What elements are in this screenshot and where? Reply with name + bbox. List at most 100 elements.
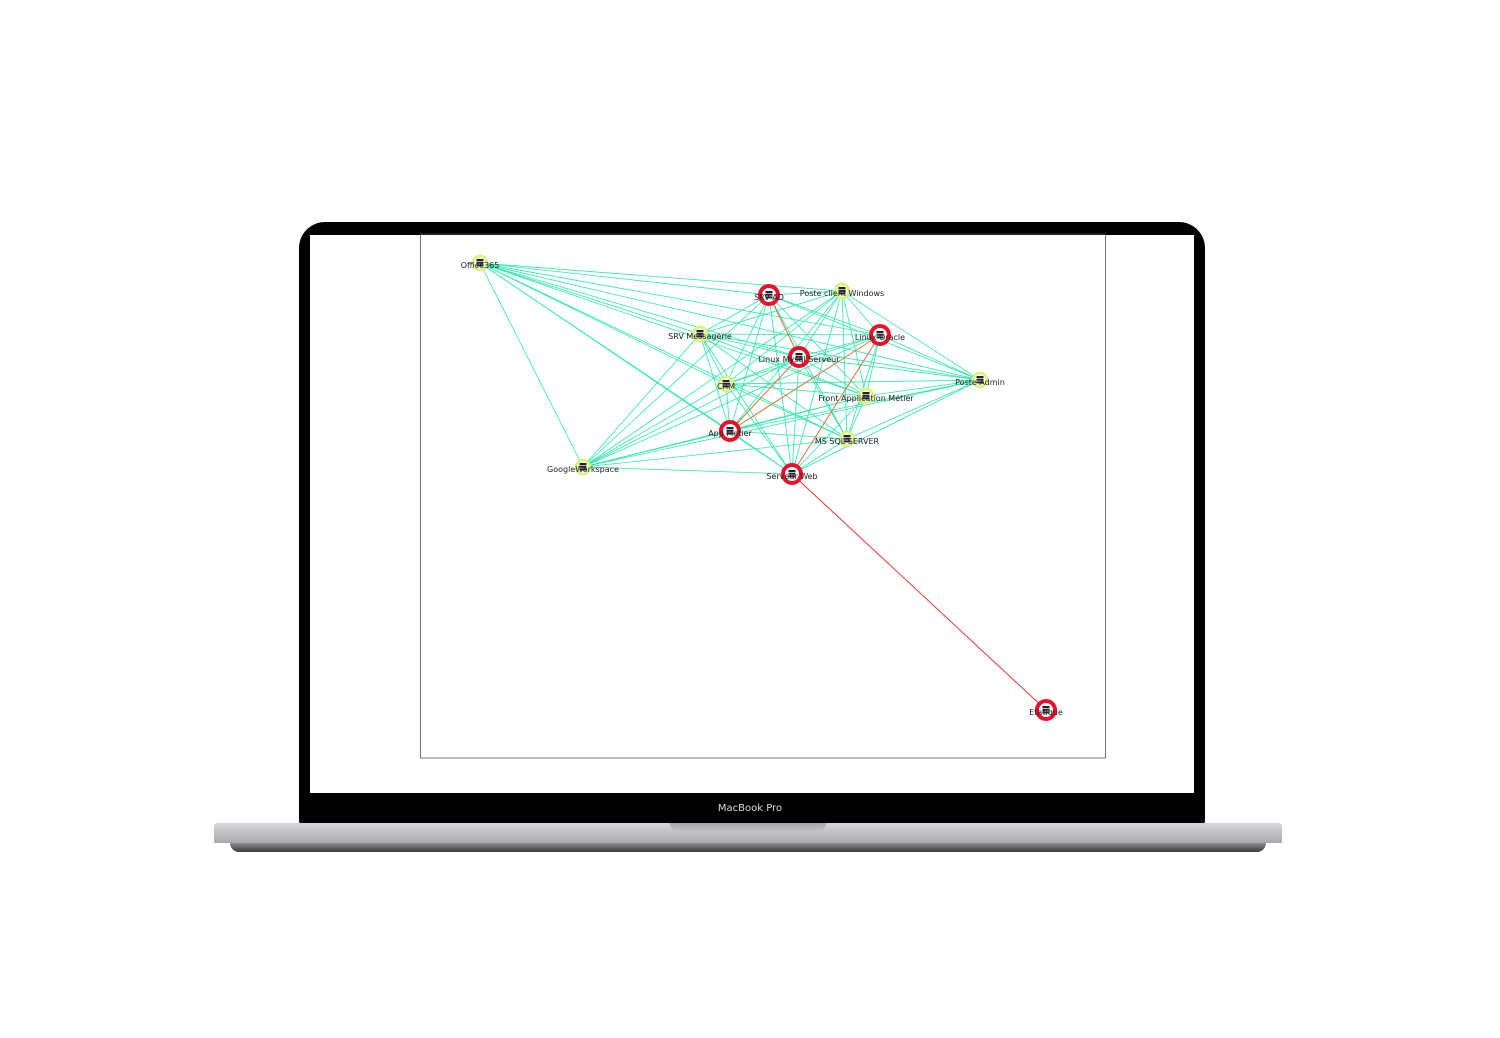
server-icon [795,353,803,361]
highlight-edge [729,334,881,432]
graph-edge [725,294,770,385]
graph-edge [798,356,848,440]
graph-node[interactable]: Etatique [1029,699,1063,721]
graph-node[interactable]: SRV AD [754,284,784,306]
graph-edge [791,395,867,475]
graph-edge [841,290,981,381]
graph-edge [479,262,867,397]
server-icon [976,376,984,384]
node-label: App Metier [708,429,752,438]
graph-edge [699,333,727,385]
graph-edge [798,290,843,358]
graph-edge [699,290,843,335]
graph-edge [846,379,981,440]
node-label: Poste Admin [955,378,1005,387]
graph-node[interactable]: Serveur Web [766,463,818,485]
graph-edge [479,262,848,440]
graph-edge [725,356,800,385]
graph-node[interactable]: Linux Oracle [855,324,905,346]
graph-edge [479,262,793,475]
node-label: Serveur Web [766,472,817,481]
graph-edge [725,383,793,475]
graph-edge [798,334,881,358]
highlight-edge [768,294,800,358]
graph-edge [729,294,770,432]
graph-edge [582,379,981,468]
graph-edge [841,290,848,440]
graph-edge [699,333,800,358]
server-icon [876,331,884,339]
graph-edge [582,290,843,468]
node-label: Linux Oracle [855,333,905,342]
node-label: Front Application Métier [818,393,914,403]
graph-node[interactable]: CRM [717,375,735,393]
server-icon [838,287,846,295]
node-label: GoogleWorkspace [547,465,619,474]
node-label: Etatique [1029,708,1063,717]
graph-edge [725,379,981,385]
graph-edge [582,430,731,468]
graph-edge [582,333,701,468]
graph-edge [865,379,981,397]
node-label: SRV AD [754,293,784,302]
server-icon [476,259,484,267]
graph-edge [582,438,848,468]
alert-edge [791,473,1047,711]
node-label: MS SQL SERVER [815,437,880,446]
graph-edge [768,294,867,397]
graph-node[interactable]: App Metier [708,420,752,442]
graph-edge [729,379,981,432]
node-label: Linux Mysql Serveur [758,355,840,364]
highlight-edge [729,356,800,432]
server-icon [843,435,851,443]
graph-node[interactable]: Poste client Windows [800,282,884,300]
graph-edge [798,356,867,397]
graph-node[interactable]: Office365 [461,254,500,272]
graph-node[interactable]: GoogleWorkspace [547,458,619,476]
laptop-notch [670,823,826,832]
graph-edge [846,334,881,440]
graph-edge [699,333,981,381]
graph-edge [479,262,843,292]
device-label: MacBook Pro [717,803,783,814]
graph-edge [582,294,770,468]
graph-edge [768,290,843,296]
graph-edge [699,294,770,335]
server-icon [765,291,773,299]
server-icon [722,380,730,388]
graph-edge [768,294,881,336]
server-icon [862,392,870,400]
graph-node[interactable]: MS SQL SERVER [815,430,880,448]
laptop-base-bottom [230,843,1266,852]
graph-edge [582,334,881,468]
node-label: Poste client Windows [800,289,884,298]
node-label: CRM [717,382,735,391]
graph-edge [582,466,793,475]
server-icon [1042,706,1050,714]
graph-edge [699,333,731,432]
graph-edge [479,262,701,335]
graph-edge [479,262,584,468]
server-icon [579,463,587,471]
node-label: SRV Messagerie [668,332,732,341]
server-icon [788,470,796,478]
graph-edge [582,356,800,468]
graph-edge [725,383,848,440]
graph-edge [699,333,793,475]
node-label: Office365 [461,261,500,270]
graph-edge [479,262,800,358]
graph-edge [729,430,848,440]
graph-edge [879,334,981,381]
graph-node[interactable]: Front Application Métier [818,387,914,405]
graph-edge [699,333,848,440]
graph-edge [479,262,770,296]
graph-edge [699,333,881,336]
graph-edge [479,262,881,336]
graph-node[interactable]: Poste Admin [955,371,1005,389]
graph-edge [729,430,793,475]
graph-edge [791,379,981,475]
graph-node[interactable]: Linux Mysql Serveur [758,346,840,368]
highlight-edge [791,334,881,475]
graph-node[interactable]: SRV Messagerie [668,325,732,343]
